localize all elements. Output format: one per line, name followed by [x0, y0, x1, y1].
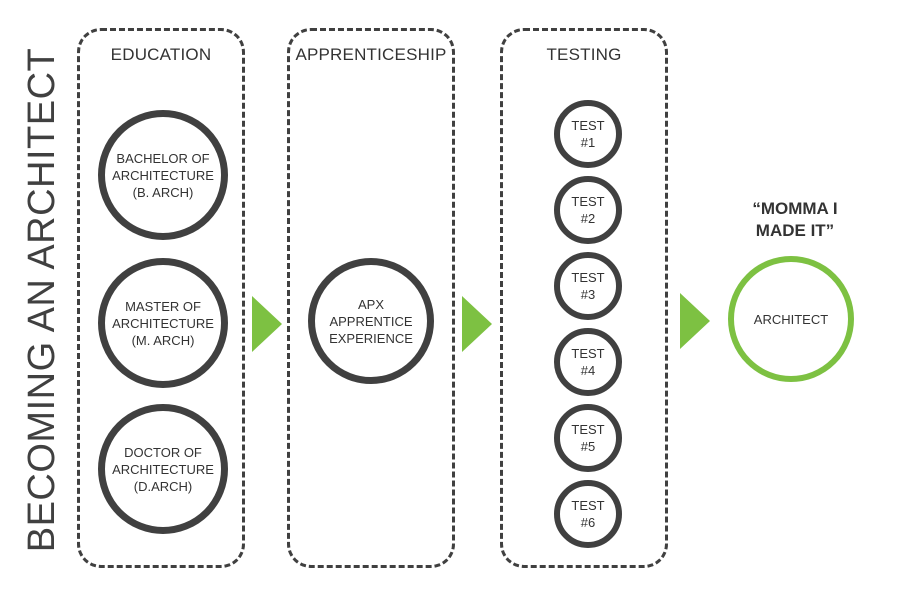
test-node-label: TEST #3 [571, 270, 605, 302]
test-node-4: TEST #4 [554, 328, 622, 396]
education-panel: EDUCATION [77, 28, 245, 568]
education-node-label: DOCTOR OF ARCHITECTURE (D.ARCH) [112, 444, 214, 494]
diagram-title: BECOMING AN ARCHITECT [21, 47, 63, 553]
test-node-label: TEST #2 [571, 194, 605, 226]
test-node-label: TEST #1 [571, 118, 605, 150]
arrow-right-icon [462, 296, 492, 352]
test-node-label: TEST #6 [571, 498, 605, 530]
apprenticeship-node-label: APX APPRENTICE EXPERIENCE [329, 296, 413, 346]
test-node-6: TEST #6 [554, 480, 622, 548]
test-node-label: TEST #4 [571, 346, 605, 378]
education-node-master: MASTER OF ARCHITECTURE (M. ARCH) [98, 258, 228, 388]
test-node-1: TEST #1 [554, 100, 622, 168]
outcome-quote: “MOMMA I MADE IT” [752, 199, 838, 240]
education-node-label: BACHELOR OF ARCHITECTURE (B. ARCH) [112, 150, 214, 200]
education-node-label: MASTER OF ARCHITECTURE (M. ARCH) [112, 298, 214, 348]
test-node-5: TEST #5 [554, 404, 622, 472]
arrow-right-icon [252, 296, 282, 352]
test-node-label: TEST #5 [571, 422, 605, 454]
apprenticeship-node: APX APPRENTICE EXPERIENCE [308, 258, 434, 384]
test-node-3: TEST #3 [554, 252, 622, 320]
architect-node: ARCHITECT [728, 256, 854, 382]
test-node-2: TEST #2 [554, 176, 622, 244]
testing-title: TESTING [546, 45, 622, 64]
apprenticeship-panel: APPRENTICESHIP [287, 28, 455, 568]
architect-node-label: ARCHITECT [753, 311, 829, 327]
testing-panel: TESTING [500, 28, 668, 568]
education-node-doctor: DOCTOR OF ARCHITECTURE (D.ARCH) [98, 404, 228, 534]
apprenticeship-title: APPRENTICESHIP [295, 45, 447, 64]
education-node-bachelor: BACHELOR OF ARCHITECTURE (B. ARCH) [98, 110, 228, 240]
education-title: EDUCATION [110, 45, 212, 64]
arrow-right-icon [680, 293, 710, 349]
